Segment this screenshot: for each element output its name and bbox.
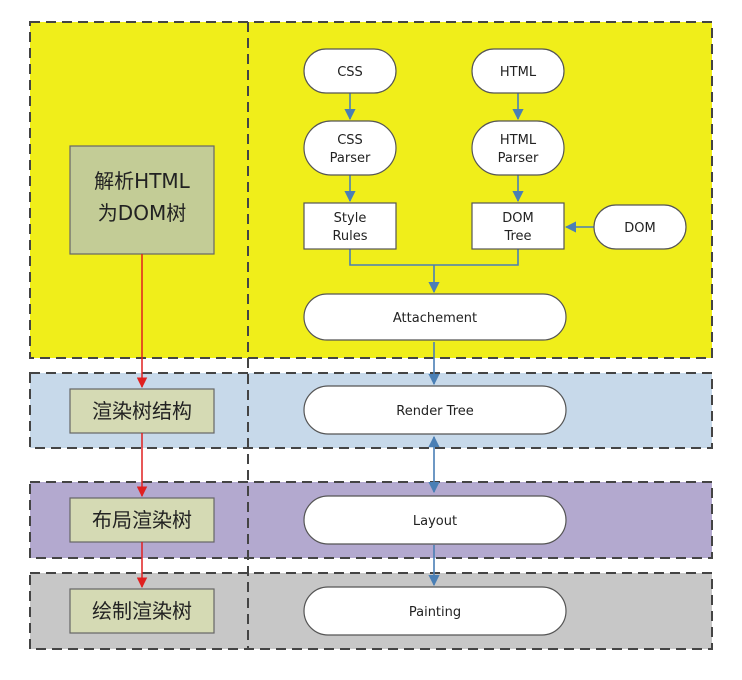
- line-rules-to-attach: [349, 249, 434, 266]
- flow-connectors: [344, 93, 594, 587]
- html-node-label: HTML: [500, 65, 537, 80]
- paint-band-border: [29, 572, 713, 650]
- render-tree-node: [303, 385, 567, 435]
- stage-box-parse: [69, 145, 215, 255]
- dom-tree-line2: Tree: [503, 229, 531, 244]
- layout-label: Layout: [413, 514, 457, 529]
- html-parser-line2: Parser: [498, 151, 539, 166]
- stage-box-layout: [69, 497, 215, 543]
- stage-box-paint: [69, 588, 215, 634]
- line-domtree-to-attach: [434, 249, 519, 266]
- stage-box-render-tree: [69, 388, 215, 434]
- style-rules-line1: Style: [334, 211, 367, 226]
- dom-tree-line1: DOM: [502, 211, 533, 226]
- css-parser-node: [303, 120, 397, 176]
- css-parser-line2: Parser: [330, 151, 371, 166]
- dom-tree-node: [471, 202, 565, 250]
- parse-band-border: [29, 21, 713, 359]
- painting-node: [303, 586, 567, 636]
- stage-paint-label: 绘制渲染树: [92, 599, 192, 623]
- painting-label: Painting: [409, 605, 461, 620]
- dashed-borders: [29, 21, 713, 650]
- attachment-node: [303, 293, 567, 341]
- css-parser-line1: CSS: [337, 133, 363, 148]
- html-parser-node: [471, 120, 565, 176]
- dom-node-label: DOM: [624, 221, 655, 236]
- stage-parse-line2: 为DOM树: [98, 201, 186, 225]
- html-parser-line1: HTML: [500, 133, 537, 148]
- css-node: [303, 48, 397, 94]
- layout-node: [303, 495, 567, 545]
- html-node: [471, 48, 565, 94]
- stage-parse-line1: 解析HTML: [94, 169, 191, 193]
- style-rules-node: [303, 202, 397, 250]
- css-node-label: CSS: [337, 65, 363, 80]
- render-tree-label: Render Tree: [396, 404, 474, 419]
- style-rules-line2: Rules: [332, 229, 367, 244]
- stage-layout-label: 布局渲染树: [92, 508, 192, 532]
- stage-render-tree-label: 渲染树结构: [92, 399, 192, 423]
- render-tree-band-border: [29, 372, 713, 449]
- dom-node: [593, 204, 687, 250]
- attachment-label: Attachement: [393, 311, 477, 326]
- layout-band-border: [29, 481, 713, 559]
